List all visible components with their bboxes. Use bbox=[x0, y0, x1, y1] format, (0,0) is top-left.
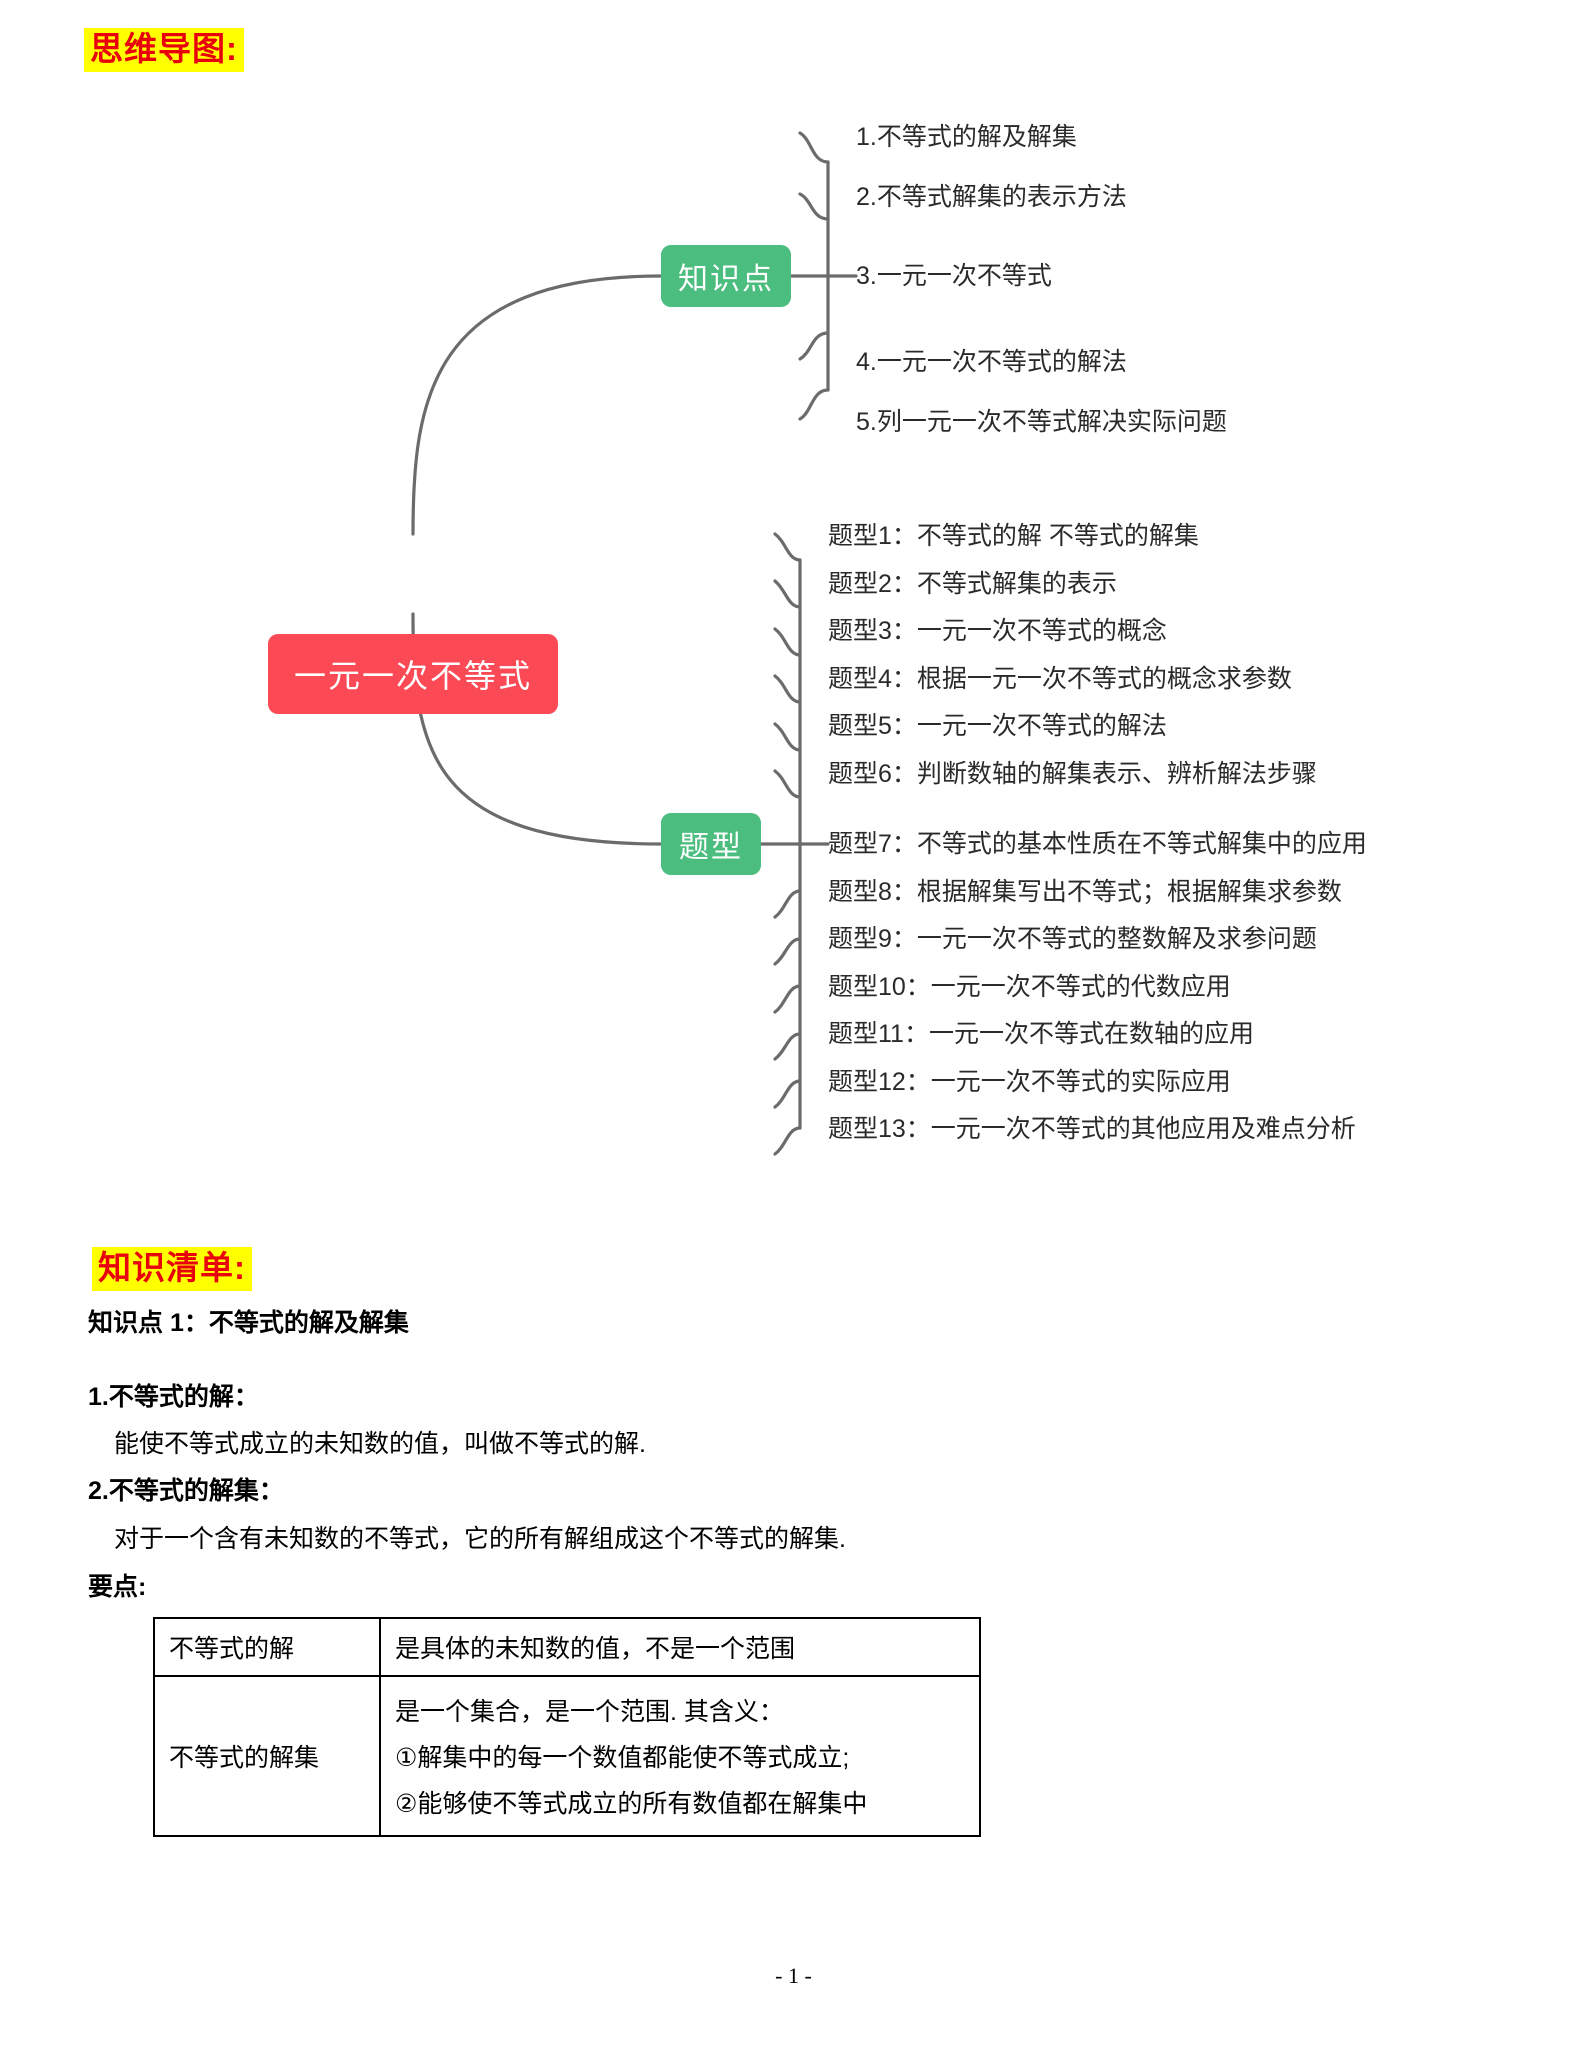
knowledge-list-section-heading: 知识清单: bbox=[92, 1247, 252, 1292]
mindmap-leaf-type-9: 题型9：一元一次不等式的整数解及求参问题 bbox=[828, 925, 1317, 953]
mindmap-leaf-type-3: 题型3：一元一次不等式的概念 bbox=[828, 617, 1167, 645]
entry-1-title: 1.不等式的解： bbox=[88, 1383, 259, 1411]
mindmap-leaf-type-1: 题型1：不等式的解 不等式的解集 bbox=[828, 522, 1199, 550]
table-cell-line: 是一个集合，是一个范围. 其含义： bbox=[395, 1698, 784, 1726]
mindmap-leaf-knowledge-1: 1.不等式的解及解集 bbox=[856, 123, 1077, 151]
key-points-table: 不等式的解 是具体的未知数的值，不是一个范围 不等式的解集 是一个集合，是一个范… bbox=[153, 1617, 981, 1837]
entry-2-body: 对于一个含有未知数的不等式，它的所有解组成这个不等式的解集. bbox=[114, 1525, 846, 1553]
entry-1-body: 能使不等式成立的未知数的值，叫做不等式的解. bbox=[114, 1430, 646, 1458]
mindmap-leaf-knowledge-4: 4.一元一次不等式的解法 bbox=[856, 348, 1127, 376]
knowledge-point-title: 知识点 1：不等式的解及解集 bbox=[88, 1309, 409, 1337]
mindmap-leaf-type-11: 题型11：一元一次不等式在数轴的应用 bbox=[828, 1020, 1254, 1048]
mindmap-leaf-type-10: 题型10：一元一次不等式的代数应用 bbox=[828, 973, 1231, 1001]
mindmap-leaf-type-7: 题型7：不等式的基本性质在不等式解集中的应用 bbox=[828, 830, 1367, 858]
mindmap-leaf-type-6: 题型6：判断数轴的解集表示、辨析解法步骤 bbox=[828, 760, 1317, 788]
mindmap-leaf-knowledge-5: 5.列一元一次不等式解决实际问题 bbox=[856, 408, 1227, 436]
table-cell-label: 不等式的解 bbox=[153, 1617, 381, 1677]
mindmap-root-node[interactable]: 一元一次不等式 bbox=[268, 634, 558, 714]
mindmap-leaf-type-8: 题型8：根据解集写出不等式；根据解集求参数 bbox=[828, 878, 1342, 906]
mindmap-leaf-knowledge-2: 2.不等式解集的表示方法 bbox=[856, 183, 1127, 211]
table-cell-value: 是具体的未知数的值，不是一个范围 bbox=[379, 1617, 981, 1677]
table-cell-value: 是一个集合，是一个范围. 其含义： ①解集中的每一个数值都能使不等式成立; ②能… bbox=[379, 1675, 981, 1837]
mindmap-leaf-type-12: 题型12：一元一次不等式的实际应用 bbox=[828, 1068, 1231, 1096]
mindmap-leaf-type-5: 题型5：一元一次不等式的解法 bbox=[828, 712, 1167, 740]
mindmap-branch-node-knowledge[interactable]: 知识点 bbox=[661, 245, 791, 307]
mindmap-branch-node-types[interactable]: 题型 bbox=[661, 813, 761, 875]
page-number-footer: - 1 - bbox=[775, 1963, 812, 1988]
table-cell-line: ②能够使不等式成立的所有数值都在解集中 bbox=[395, 1790, 868, 1818]
table-row: 不等式的解集 是一个集合，是一个范围. 其含义： ①解集中的每一个数值都能使不等… bbox=[153, 1675, 981, 1837]
table-cell-label: 不等式的解集 bbox=[153, 1675, 381, 1837]
mindmap-diagram: 一元一次不等式 知识点 题型 1.不等式的解及解集 2.不等式解集的表示方法 3… bbox=[0, 100, 1587, 1230]
mindmap-leaf-type-13: 题型13：一元一次不等式的其他应用及难点分析 bbox=[828, 1115, 1356, 1143]
mindmap-section-heading: 思维导图: bbox=[84, 28, 244, 73]
mindmap-leaf-type-4: 题型4：根据一元一次不等式的概念求参数 bbox=[828, 665, 1292, 693]
mindmap-connectors bbox=[411, 131, 858, 1156]
entry-2-title: 2.不等式的解集： bbox=[88, 1477, 284, 1505]
mindmap-leaf-type-2: 题型2：不等式解集的表示 bbox=[828, 570, 1117, 598]
table-row: 不等式的解 是具体的未知数的值，不是一个范围 bbox=[153, 1617, 981, 1677]
mindmap-leaf-knowledge-3: 3.一元一次不等式 bbox=[856, 262, 1052, 290]
table-cell-line: ①解集中的每一个数值都能使不等式成立; bbox=[395, 1744, 850, 1772]
key-points-label: 要点: bbox=[88, 1573, 147, 1601]
